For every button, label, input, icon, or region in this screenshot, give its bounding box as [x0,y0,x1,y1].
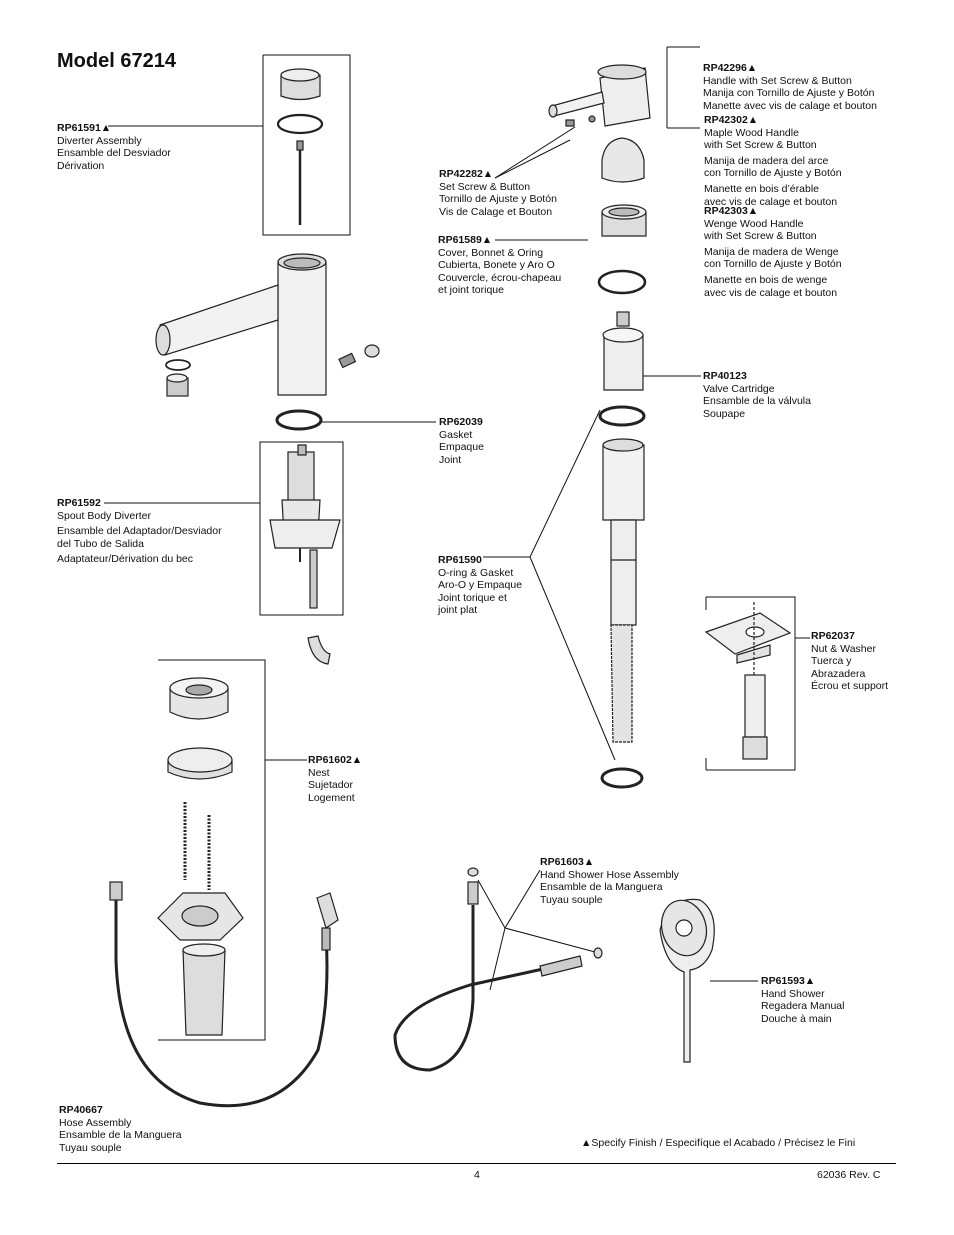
part-code: RP61590 [438,554,482,566]
label-rp42302: RP42302▲ Maple Wood Handle with Set Scre… [704,114,842,208]
label-rp62037: RP62037 Nut & Washer Tuerca y Abrazadera… [811,630,889,693]
part-code: RP42296▲ [703,62,758,74]
part-code: RP40123 [703,370,747,382]
label-rp61603: RP61603▲ Hand Shower Hose Assembly Ensam… [540,856,679,906]
part-code: RP42302▲ [704,114,759,126]
part-code: RP62039 [439,416,483,428]
part-code: RP61592 [57,497,101,509]
nest-bracket [158,659,266,1041]
label-rp61589: RP61589▲ Cover, Bonnet & Oring Cubierta,… [438,234,562,297]
document-number: 62036 Rev. C [817,1169,881,1181]
finish-note: ▲Specify Finish / Especifíque el Acabado… [581,1137,856,1149]
part-code: RP61602▲ [308,754,363,766]
page-number: 4 [474,1169,480,1181]
footer-divider [57,1163,896,1164]
label-rp42303: RP42303▲ Wenge Wood Handle with Set Scre… [704,205,842,299]
part-code: RP61591▲ [57,122,112,134]
label-rp61602: RP61602▲ Nest Sujetador Logement [308,754,363,804]
part-code: RP61603▲ [540,856,595,868]
part-code: RP62037 [811,630,855,642]
part-code: RP42303▲ [704,205,759,217]
part-code: RP40667 [59,1104,103,1116]
label-rp61590: RP61590 O-ring & Gasket Aro-O y Empaque … [438,554,523,617]
diverter-bracket [262,54,351,236]
spout-diverter-bracket [259,441,344,616]
label-rp61593: RP61593▲ Hand Shower Regadera Manual Dou… [761,975,845,1025]
nut-washer-bracket [706,596,796,771]
label-rp40667: RP40667 Hose Assembly Ensamble de la Man… [59,1104,182,1154]
part-code: RP61593▲ [761,975,816,987]
label-rp61591: RP61591▲ Diverter Assembly Ensamble del … [57,122,171,172]
label-rp61592: RP61592 Spout Body Diverter Ensamble del… [57,497,222,566]
label-rp42282: RP42282▲ Set Screw & Button Tornillo de … [439,168,557,218]
page-title: Model 67214 [57,50,176,72]
part-code: RP61589▲ [438,234,493,246]
part-code: RP42282▲ [439,168,494,180]
label-rp40123: RP40123 Valve Cartridge Ensamble de la v… [703,370,811,420]
label-rp62039: RP62039 Gasket Empaque Joint [439,416,484,466]
label-rp42296: RP42296▲ Handle with Set Screw & Button … [703,62,877,112]
